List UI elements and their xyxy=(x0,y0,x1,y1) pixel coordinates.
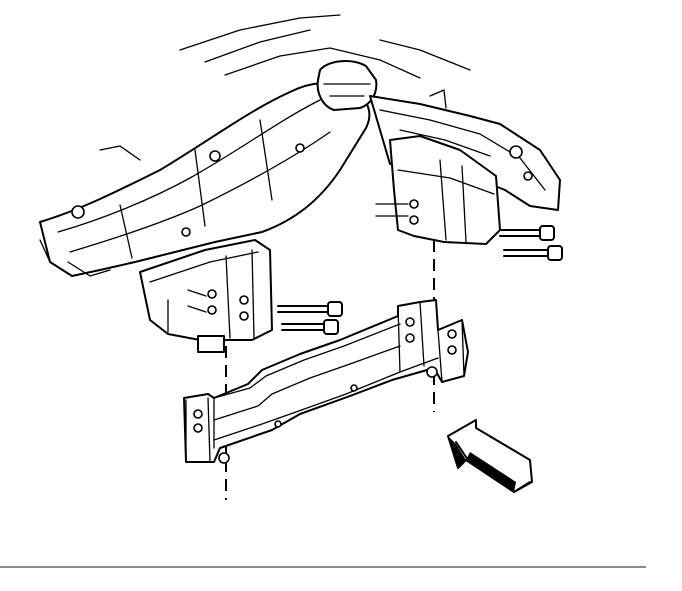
bolt-icon xyxy=(503,245,563,261)
center-mount xyxy=(316,60,378,111)
direction-arrow-icon xyxy=(447,419,533,493)
transmission-crossmember xyxy=(183,299,469,464)
vehicle-frame xyxy=(39,14,561,277)
bottom-rule xyxy=(0,566,646,568)
bolt-icon xyxy=(277,301,343,317)
right-bolts xyxy=(499,225,563,261)
right-mount-bracket xyxy=(375,135,501,245)
bolt-icon xyxy=(281,319,339,335)
frame-rail xyxy=(39,82,371,277)
left-mount-bracket xyxy=(139,239,273,353)
bolt-icon xyxy=(499,225,555,241)
left-bolts xyxy=(277,301,343,335)
